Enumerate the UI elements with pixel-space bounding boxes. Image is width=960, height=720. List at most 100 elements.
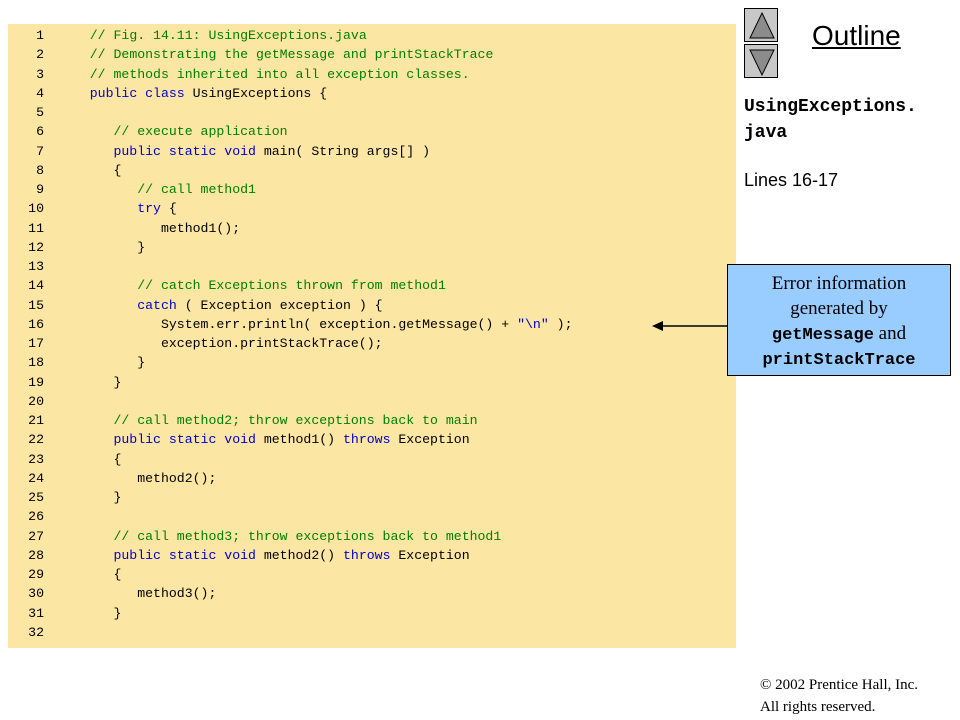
copyright-text: 2002 Prentice Hall, Inc. (771, 677, 919, 693)
code-text: } (66, 373, 121, 392)
line-number: 27 (28, 528, 44, 544)
code-token (66, 548, 113, 563)
code-line: 26 (8, 507, 736, 526)
code-string: "\n" (517, 316, 549, 332)
line-number: 31 (28, 605, 44, 621)
line-number: 20 (28, 393, 44, 409)
code-keyword: try (137, 201, 161, 217)
callout-method2: printStackTrace (762, 351, 916, 370)
outline-link[interactable]: Outline (812, 20, 901, 51)
code-keyword: public static void (113, 143, 256, 159)
line-number: 6 (36, 124, 44, 140)
line-number: 7 (36, 143, 44, 159)
code-token: } (66, 239, 146, 255)
code-text: // call method3; throw exceptions back t… (66, 527, 501, 546)
previous-slide-button[interactable] (744, 8, 778, 42)
line-number: 19 (28, 374, 44, 390)
code-line: 31 } (8, 604, 736, 623)
code-token (66, 124, 113, 139)
line-number: 12 (28, 239, 44, 255)
code-token: exception.printStackTrace(); (66, 336, 383, 351)
code-token: ); (548, 316, 573, 332)
code-line: 14 // catch Exceptions thrown from metho… (8, 276, 736, 295)
code-text: // Fig. 14.11: UsingExceptions.java (66, 26, 367, 45)
code-line: 30 method3(); (8, 584, 736, 603)
next-slide-button[interactable] (744, 44, 778, 78)
line-number: 18 (28, 355, 44, 371)
file-name-line1: UsingExceptions. (744, 97, 917, 117)
code-token (66, 529, 113, 544)
line-number: 8 (36, 162, 44, 178)
triangle-up-icon (749, 11, 775, 39)
code-line: 12 } (8, 238, 736, 257)
code-token (66, 28, 90, 43)
code-token: method1() (255, 432, 343, 448)
code-text: } (66, 604, 121, 623)
code-token: } (66, 355, 146, 371)
line-number: 29 (28, 567, 44, 582)
code-token: Exception (390, 432, 470, 448)
code-text: // Demonstrating the getMessage and prin… (66, 45, 494, 64)
line-number: 4 (36, 85, 44, 101)
code-token: { (160, 201, 177, 217)
callout-text2: generated by (790, 298, 888, 319)
triangle-down-icon (749, 49, 775, 77)
code-text: public static void method1() throws Exce… (66, 430, 470, 449)
code-text: } (66, 353, 145, 372)
code-line: 15 catch ( Exception exception ) { (8, 296, 736, 315)
callout-box: Error information generated by getMessag… (727, 264, 951, 376)
file-name-line2: java (744, 123, 788, 143)
code-line: 21 // call method2; throw exceptions bac… (8, 411, 736, 430)
code-keyword: public static void (113, 432, 256, 448)
callout-and: and (873, 323, 907, 344)
line-number: 28 (28, 547, 44, 563)
code-token: Exception (390, 547, 470, 563)
code-text: System.err.println( exception.getMessage… (66, 315, 573, 334)
line-number: 17 (28, 336, 44, 351)
code-line: 23 { (8, 450, 736, 469)
code-line: 5 (8, 103, 736, 122)
code-comment: // call method2; throw exceptions back t… (113, 413, 478, 428)
code-token (66, 144, 113, 159)
code-text: public static void method2() throws Exce… (66, 546, 470, 565)
line-number: 22 (28, 432, 44, 448)
code-line: 19 } (8, 373, 736, 392)
code-token (66, 298, 137, 313)
line-number: 16 (28, 316, 44, 332)
code-text: // call method1 (66, 180, 256, 199)
code-text: catch ( Exception exception ) { (66, 296, 382, 315)
code-token: } (66, 605, 122, 621)
code-line: 10 try { (8, 199, 736, 218)
line-number: 10 (28, 201, 44, 217)
code-text: } (66, 488, 121, 507)
code-token: System.err.println( exception.getMessage… (66, 316, 518, 332)
code-text: exception.printStackTrace(); (66, 334, 383, 353)
code-keyword: public class (89, 85, 185, 101)
code-token: main( String args[] ) (255, 143, 431, 159)
line-number: 14 (28, 278, 44, 294)
code-token: method1(); (66, 220, 241, 236)
callout-arrow (652, 321, 728, 331)
code-text: { (66, 450, 121, 469)
code-text: // execute application (66, 122, 287, 141)
code-comment: // methods inherited into all exception … (89, 66, 470, 82)
code-token: { (66, 451, 122, 467)
callout-method1: getMessage (771, 326, 874, 345)
code-text: try { (66, 199, 177, 218)
code-text: // call method2; throw exceptions back t… (66, 411, 478, 430)
code-line: 2 // Demonstrating the getMessage and pr… (8, 45, 736, 64)
code-line: 16 System.err.println( exception.getMess… (8, 315, 736, 334)
code-line: 8 { (8, 161, 736, 180)
code-comment: // call method3; throw exceptions back t… (113, 528, 502, 544)
code-line: 7 public static void main( String args[]… (8, 142, 736, 161)
line-number: 2 (36, 47, 44, 63)
code-comment: // Demonstrating the getMessage and prin… (89, 47, 494, 63)
copyright-symbol: © (760, 677, 772, 693)
line-number: 3 (36, 66, 44, 82)
code-token (66, 67, 90, 82)
code-keyword: catch (137, 297, 177, 313)
code-token (66, 432, 113, 447)
line-number: 21 (28, 413, 44, 428)
callout-text1: Error information (771, 273, 907, 294)
line-number: 32 (28, 624, 44, 640)
